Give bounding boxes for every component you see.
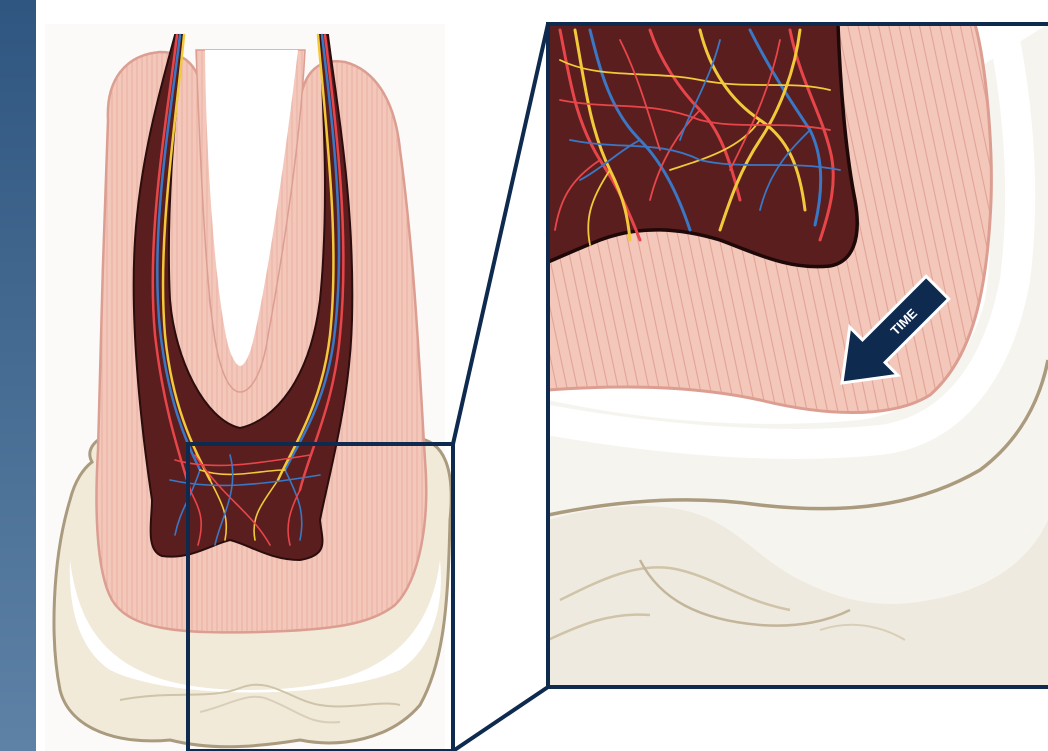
tooth-whole [45,24,451,751]
zoom-pulp [548,24,857,267]
zoom-connector-top [453,24,548,444]
zoom-detail: TIME [548,24,1048,687]
zoom-connector-bottom [453,687,548,751]
